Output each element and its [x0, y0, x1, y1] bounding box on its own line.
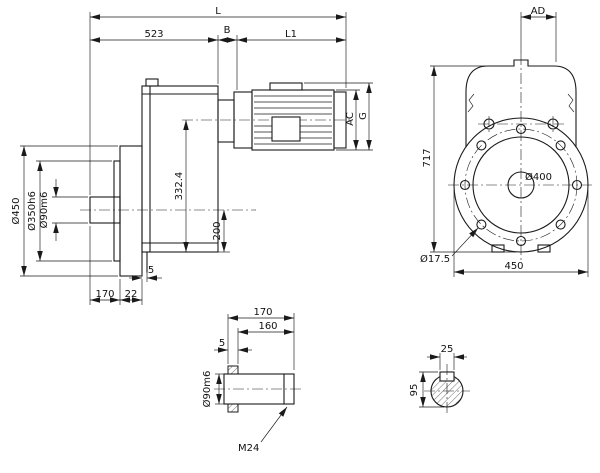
bolt-holes — [459, 123, 583, 247]
dim-label-5: 5 — [148, 265, 154, 276]
dim-label-shaft-dia: Ø90m6 — [38, 192, 50, 229]
dim-label-450: 450 — [504, 261, 523, 272]
dim-label-523: 523 — [144, 29, 163, 40]
key-cross-section: 25 95 — [409, 344, 470, 415]
dim-label-B: B — [224, 25, 231, 36]
dim-label-AC: AC — [345, 112, 356, 126]
casting-line-right — [567, 93, 575, 113]
dim-label-22: 22 — [125, 289, 138, 300]
dim-label-170: 170 — [95, 289, 114, 300]
dim-label-key-95: 95 — [409, 384, 420, 397]
shaft-circle — [507, 171, 535, 199]
motor-nameplate — [271, 116, 301, 142]
dim-label-L: L — [215, 6, 221, 17]
spigot-circle — [472, 136, 570, 234]
gear-housing — [141, 85, 219, 253]
flange-spigot — [113, 160, 121, 262]
dim-label-200: 200 — [212, 221, 223, 240]
dim-label-332-4: 332.4 — [174, 172, 185, 201]
bolt-circle — [464, 128, 578, 242]
dim-label-G: G — [358, 112, 369, 120]
fan-cover — [333, 91, 347, 149]
dim-label-detail-shaft-dia: Ø90m6 — [201, 371, 213, 408]
flange-outer-circle — [453, 117, 589, 253]
dim-label-key-25: 25 — [441, 344, 454, 355]
shaft-end-detail: Ø90m6 5 160 170 M24 — [201, 307, 302, 454]
dim-label-detail-5: 5 — [219, 338, 225, 349]
terminal-box — [269, 82, 303, 91]
thread-label-M24: M24 — [238, 443, 259, 454]
dim-label-AD: AD — [531, 6, 546, 17]
output-flange — [119, 145, 143, 277]
dim-label-detail-160: 160 — [258, 321, 277, 332]
bottom-pad-right — [537, 244, 551, 253]
dim-label-bolt-hole: Ø17.5 — [420, 253, 450, 265]
casting-line-left — [467, 93, 475, 113]
dim-label-717: 717 — [422, 148, 433, 167]
input-adapter — [217, 99, 235, 143]
dim-label-bolt-circle: Ø400 — [525, 171, 552, 183]
side-view: L 523 B L1 AC G 332.4 200 Ø450 Ø350h6 — [10, 6, 373, 305]
lifting-lug — [145, 78, 159, 87]
housing-outline — [465, 59, 577, 148]
dim-label-spigot: Ø350h6 — [26, 191, 38, 231]
front-view: AD 717 Ø400 Ø17.5 450 — [420, 6, 594, 277]
dim-label-flange-od: Ø450 — [10, 198, 22, 225]
dim-label-L1: L1 — [285, 29, 297, 40]
dim-label-detail-170: 170 — [253, 307, 272, 318]
